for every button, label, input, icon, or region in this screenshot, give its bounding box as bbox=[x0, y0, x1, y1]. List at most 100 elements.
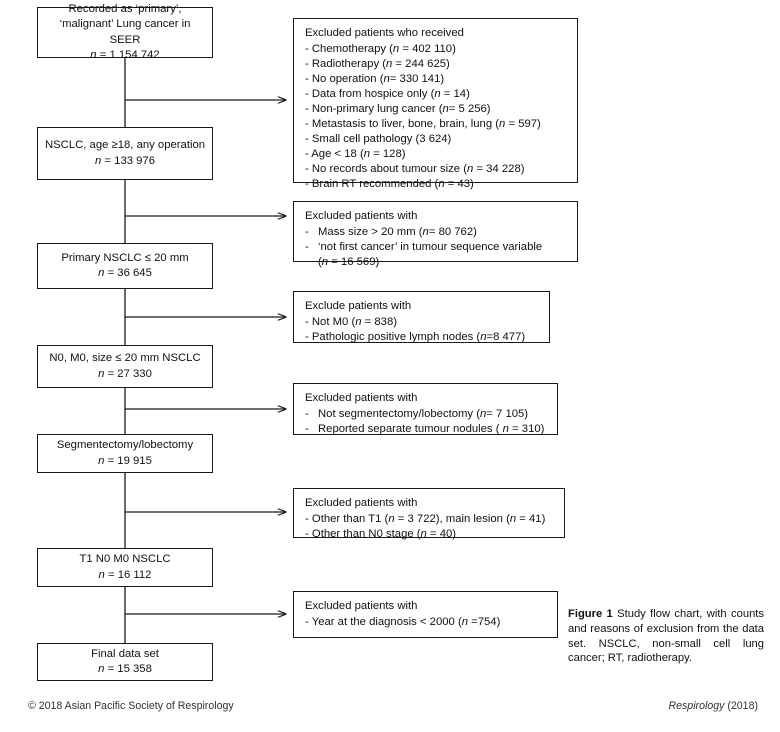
list-item: -‘not first cancer’ in tumour sequence v… bbox=[305, 240, 568, 270]
flow-box-n0-m0-20mm-nsclc: N0, M0, size ≤ 20 mm NSCLC n = 27 330 bbox=[37, 345, 213, 388]
figure-caption: Figure 1 Study flow chart, with counts a… bbox=[568, 607, 764, 666]
exclusion-box-excl-m0-nodes: Exclude patients with - Not M0 (n = 838)… bbox=[293, 291, 550, 343]
footer-journal-year: (2018) bbox=[727, 700, 758, 712]
item-text: - Age < 18 ( bbox=[305, 148, 364, 161]
exclusion-header: Exclude patients with bbox=[305, 300, 412, 312]
item-text: - Not M0 ( bbox=[305, 316, 356, 329]
footer-journal-name: Respirology bbox=[668, 700, 725, 712]
item-text: - Pathologic positive lymph nodes ( bbox=[305, 331, 481, 344]
n-italic: n bbox=[442, 103, 449, 116]
list-item: - Chemotherapy (n = 402 110) bbox=[305, 42, 568, 57]
figure-caption-text: Study flow chart, with counts and reason… bbox=[568, 608, 764, 665]
n-value: = 36 645 bbox=[107, 267, 152, 279]
flow-box-segmentectomy-lobectomy: Segmentectomy/lobectomy n = 19 915 bbox=[37, 434, 213, 473]
item-tail: = 5 256) bbox=[448, 103, 491, 116]
list-item: - Brain RT recommended (n = 43) bbox=[305, 177, 568, 192]
list-item: - No operation (n= 330 141) bbox=[305, 72, 568, 87]
n-italic: n bbox=[98, 663, 105, 675]
footer-journal: Respirology (2018) bbox=[668, 700, 758, 712]
exclusion-box-excl-surgery-type: Excluded patients with -Not segmentectom… bbox=[293, 383, 558, 435]
n-italic: n bbox=[502, 423, 509, 436]
list-item: - Radiotherapy (n = 244 625) bbox=[305, 57, 568, 72]
item-text: - Brain RT recommended ( bbox=[305, 178, 439, 191]
item-tail: = 128) bbox=[370, 148, 406, 161]
exclusion-list: -Not segmentectomy/lobectomy (n= 7 105) … bbox=[305, 407, 548, 437]
flow-box-count: n = 27 330 bbox=[98, 367, 152, 382]
flow-box-count: n = 1 154 742 bbox=[90, 48, 159, 63]
n-italic: n bbox=[461, 616, 468, 629]
item-body: Mass size > 20 mm (n= 80 762) bbox=[318, 225, 477, 240]
flow-box-line1: Primary NSCLC ≤ 20 mm bbox=[61, 251, 189, 264]
item-text: - Data from hospice only ( bbox=[305, 88, 435, 101]
n-value: = 27 330 bbox=[107, 367, 152, 380]
item-text: - No records about tumour size ( bbox=[305, 163, 467, 176]
flow-box-nsclc-any-operation: NSCLC, age ≥18, any operation n = 133 97… bbox=[37, 127, 213, 180]
item-tail: = 597) bbox=[505, 118, 541, 131]
n-value: = 15 358 bbox=[107, 663, 152, 675]
n-value: = 19 915 bbox=[107, 454, 152, 467]
list-item: -Not segmentectomy/lobectomy (n= 7 105) bbox=[305, 407, 548, 422]
flow-box-count: n = 133 976 bbox=[95, 154, 155, 169]
list-item: - Small cell pathology (3 624) bbox=[305, 132, 568, 147]
item-text: - No operation ( bbox=[305, 73, 384, 86]
n-italic: n bbox=[94, 154, 102, 167]
list-item: - Age < 18 (n = 128) bbox=[305, 147, 568, 162]
n-italic: n bbox=[363, 148, 371, 161]
dash-bullet: - bbox=[305, 241, 309, 254]
exclusion-header: Excluded patients who received bbox=[305, 27, 464, 39]
n-italic: n bbox=[98, 454, 105, 467]
item-tail: = 402 110) bbox=[399, 43, 456, 56]
list-item: - No records about tumour size (n = 34 2… bbox=[305, 162, 568, 177]
item-text: - Chemotherapy ( bbox=[305, 43, 393, 56]
list-item: -Reported separate tumour nodules ( n = … bbox=[305, 422, 548, 437]
item-text: - Radiotherapy ( bbox=[305, 58, 386, 71]
exclusion-box-excl-year: Excluded patients with - Year at the dia… bbox=[293, 591, 558, 638]
list-item: - Pathologic positive lymph nodes (n=8 4… bbox=[305, 330, 540, 345]
exclusion-list: - Not M0 (n = 838) - Pathologic positive… bbox=[305, 315, 540, 345]
list-item: - Data from hospice only (n = 14) bbox=[305, 87, 568, 102]
n-italic: n bbox=[98, 568, 105, 581]
exclusion-header: Excluded patients with bbox=[305, 210, 418, 222]
item-text: - Non-primary lung cancer ( bbox=[305, 103, 443, 116]
item-body: ‘not first cancer’ in tumour sequence va… bbox=[318, 240, 542, 270]
item-text: - Small cell pathology (3 624) bbox=[305, 133, 452, 146]
item-tail: = 7 105) bbox=[486, 408, 529, 421]
n-italic: n bbox=[355, 316, 362, 329]
n-italic: n bbox=[480, 331, 487, 344]
item-tail: = 330 141) bbox=[389, 73, 445, 86]
exclusion-list: -Mass size > 20 mm (n= 80 762) -‘not fir… bbox=[305, 225, 568, 270]
n-italic: n bbox=[98, 267, 105, 279]
item-text: Not segmentectomy/lobectomy ( bbox=[318, 408, 480, 421]
list-item: - Metastasis to liver, bone, brain, lung… bbox=[305, 117, 568, 132]
item-text: Mass size > 20 mm ( bbox=[318, 226, 423, 239]
item-tail-2: = 41) bbox=[516, 513, 546, 526]
item-tail: = 80 762) bbox=[428, 226, 477, 239]
item-tail: = 838) bbox=[361, 316, 398, 329]
n-italic: n bbox=[388, 513, 395, 526]
item-body: Not segmentectomy/lobectomy (n= 7 105) bbox=[318, 407, 528, 422]
list-item: - Other than N0 stage (n = 40) bbox=[305, 527, 555, 542]
flow-box-final-data-set: Final data set n = 15 358 bbox=[37, 643, 213, 681]
item-text: - Metastasis to liver, bone, brain, lung… bbox=[305, 118, 500, 131]
list-item: -Mass size > 20 mm (n= 80 762) bbox=[305, 225, 568, 240]
flow-box-count: n = 16 112 bbox=[99, 568, 152, 583]
n-italic: n bbox=[386, 58, 393, 71]
exclusion-header: Excluded patients with bbox=[305, 392, 418, 404]
item-tail: = 43) bbox=[444, 178, 474, 191]
n-italic: n bbox=[467, 163, 474, 176]
n-italic: n bbox=[434, 88, 441, 101]
item-tail: = 3 722), main lesion ( bbox=[394, 513, 510, 526]
flow-box-count: n = 19 915 bbox=[98, 454, 152, 469]
flow-box-line1: Final data set bbox=[91, 647, 159, 660]
exclusion-box-excl-treatment: Excluded patients who received - Chemoth… bbox=[293, 18, 578, 190]
exclusion-list: - Chemotherapy (n = 402 110) - Radiother… bbox=[305, 42, 568, 192]
item-tail: = 244 625) bbox=[392, 58, 450, 71]
item-second-line: (n = 16 569) bbox=[318, 255, 542, 270]
flow-box-count: n = 15 358 bbox=[98, 662, 152, 677]
n-italic: n bbox=[438, 178, 445, 191]
exclusion-list: - Year at the diagnosis < 2000 (n =754) bbox=[305, 615, 548, 630]
item-tail: = 40) bbox=[426, 528, 457, 541]
flow-box-line1: N0, M0, size ≤ 20 mm NSCLC bbox=[49, 352, 201, 365]
item-tail: = 310) bbox=[508, 423, 545, 436]
